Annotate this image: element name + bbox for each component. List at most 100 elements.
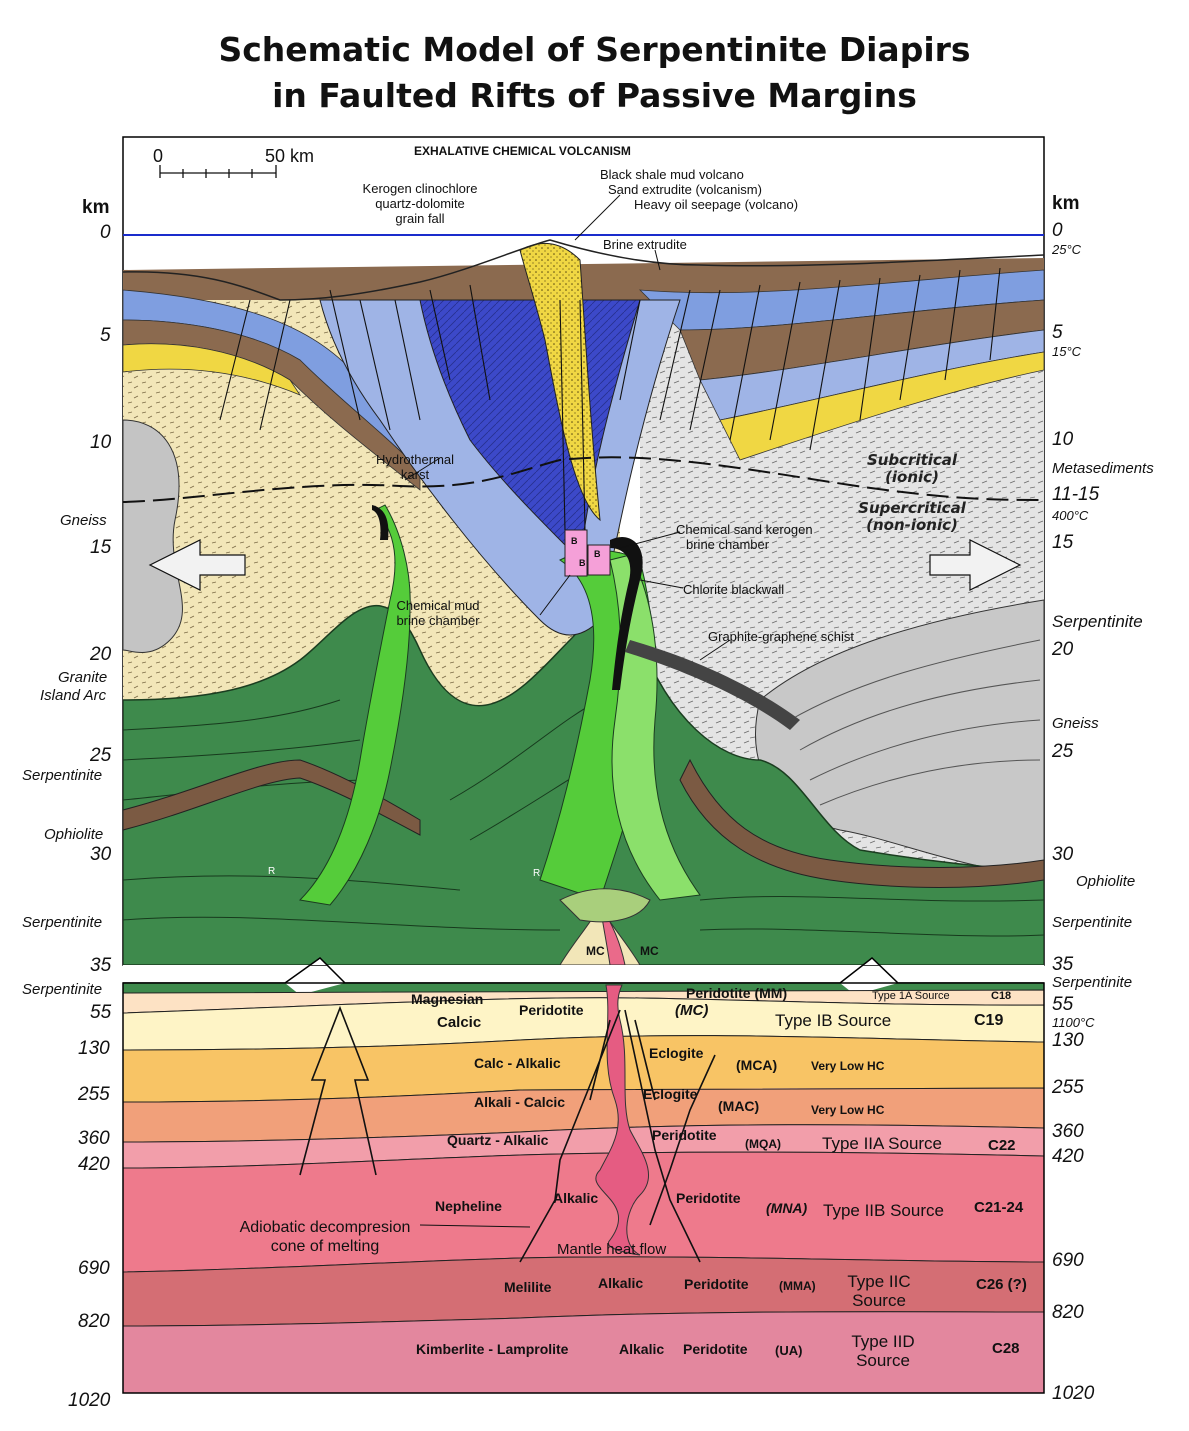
- right-depth-5: 5: [1052, 322, 1063, 343]
- left-depth-20: 20: [90, 644, 112, 665]
- mantle-magnesian: Magnesian: [411, 991, 484, 1007]
- mantle-eclogite-2: Eclogite: [643, 1086, 698, 1102]
- diapir-left: [298, 504, 411, 906]
- left-label-serpentinite-3: Serpentinite: [22, 981, 103, 998]
- header-label: EXHALATIVE CHEMICAL VOLCANISM: [414, 144, 631, 158]
- left-depth-130: 130: [78, 1038, 110, 1059]
- right-depth-0: 0: [1052, 220, 1063, 241]
- mantle-alkalic-2: Alkalic: [598, 1275, 644, 1291]
- annotation-mud-volcano: Black shale mud volcano Sand extrudite (…: [600, 167, 799, 212]
- ophiolite-right: [679, 758, 1044, 888]
- left-axis-unit: km: [82, 197, 110, 218]
- left-depth-15: 15: [90, 537, 112, 558]
- label-mc-left: MC: [586, 944, 605, 958]
- mantle-peridotite-mma: Peridotite: [684, 1276, 749, 1292]
- left-depth-25: 25: [90, 745, 112, 766]
- label-subcritical: Subcritical (ionic): [866, 451, 958, 486]
- title-line-2: in Faulted Rifts of Passive Margins: [272, 76, 917, 115]
- label-r-center: R: [533, 868, 541, 879]
- mantle-kimberlite: Kimberlite - Lamprolite: [416, 1341, 569, 1357]
- mantle-plume: [595, 984, 650, 1256]
- mantle-peridotite-mm: Peridotite (MM): [686, 985, 788, 1001]
- right-temp-15: 15°C: [1052, 344, 1082, 359]
- left-label-serpentinite-2: Serpentinite: [22, 914, 103, 931]
- left-label-gneiss: Gneiss: [60, 512, 107, 529]
- mantle-eclogite-1: Eclogite: [649, 1045, 704, 1061]
- mantle-type-ib: Type IB Source: [775, 1011, 892, 1030]
- extension-arrow-left: [148, 539, 246, 591]
- mantle-mc: (MC): [675, 1002, 709, 1019]
- right-depth-35: 35: [1052, 954, 1074, 975]
- mantle-c19: C19: [974, 1012, 1004, 1029]
- mantle-mqa: (MQA): [745, 1137, 781, 1151]
- mantle-calcic: Calcic: [437, 1014, 482, 1031]
- label-supercritical: Supercritical (non-ionic): [858, 499, 966, 534]
- mantle-alkali-calcic: Alkali - Calcic: [474, 1094, 566, 1110]
- right-temp-1100: 1100°C: [1052, 1015, 1095, 1030]
- right-label-metasediments: Metasediments: [1052, 460, 1154, 477]
- right-label-serpentinite-1: Serpentinite: [1052, 612, 1143, 631]
- mantle-mac: (MAC): [718, 1098, 760, 1114]
- left-depth-360: 360: [78, 1128, 110, 1149]
- left-depth-690: 690: [78, 1258, 110, 1279]
- right-depth-420: 420: [1052, 1146, 1084, 1167]
- graphite-schist: [625, 640, 800, 730]
- right-depth-690: 690: [1052, 1250, 1084, 1271]
- annotation-chlorite-blackwall: Chlorite blackwall: [683, 582, 785, 597]
- mantle-ua: (UA): [775, 1343, 803, 1358]
- right-depth-30: 30: [1052, 844, 1074, 865]
- left-label-island-arc: Island Arc: [40, 687, 107, 704]
- extension-arrow-right: [929, 539, 1022, 591]
- mantle-melilite: Melilite: [504, 1279, 552, 1295]
- left-depth-35: 35: [90, 955, 112, 976]
- right-label-gneiss: Gneiss: [1052, 715, 1099, 732]
- right-depth-255: 255: [1052, 1077, 1084, 1098]
- right-depth-11-15: 11-15: [1052, 484, 1100, 505]
- mantle-type-iid: Type IID Source: [851, 1332, 915, 1370]
- right-depth-55: 55: [1052, 994, 1074, 1015]
- title-line-1: Schematic Model of Serpentinite Diapirs: [218, 30, 971, 69]
- mantle-alkalic-1: Alkalic: [553, 1190, 599, 1206]
- mantle-c28: C28: [992, 1340, 1020, 1357]
- right-axis-unit: km: [1052, 193, 1080, 214]
- adiabatic-cone-arrow: [299, 1005, 377, 1176]
- mantle-peridotite-mna: Peridotite: [676, 1190, 741, 1206]
- leader-lines: [404, 194, 731, 661]
- mantle-very-low-hc-1: Very Low HC: [811, 1059, 885, 1073]
- left-depth-820: 820: [78, 1311, 110, 1332]
- scale-bar: [159, 165, 277, 178]
- mantle-nepheline: Nepheline: [435, 1198, 502, 1214]
- left-depth-5: 5: [100, 325, 111, 346]
- right-depth-20: 20: [1052, 639, 1074, 660]
- left-depth-55: 55: [90, 1002, 112, 1023]
- lower-frame: [122, 982, 1045, 1394]
- annotation-brine-extrudite: Brine extrudite: [603, 237, 687, 252]
- label-b-3: B: [594, 549, 601, 559]
- mantle-calc-alkalic: Calc - Alkalic: [474, 1055, 561, 1071]
- mantle-alkalic-3: Alkalic: [619, 1341, 665, 1357]
- mantle-peridotite-1: Peridotite: [519, 1002, 584, 1018]
- mantle-c26: C26 (?): [976, 1276, 1027, 1293]
- mantle-type-1a: Type 1A Source: [872, 990, 950, 1002]
- label-b-2: B: [579, 558, 586, 568]
- gneiss-left: [123, 419, 183, 653]
- mantle-peridotite-mqa: Peridotite: [652, 1127, 717, 1143]
- right-depth-25: 25: [1052, 741, 1074, 762]
- annotation-graphite-schist: Graphite-graphene schist: [708, 629, 854, 644]
- left-label-serpentinite-1: Serpentinite: [22, 767, 103, 784]
- annotation-sand-kerogen-chamber: Chemical sand kerogen brine chamber: [676, 522, 813, 552]
- mantle-type-iib: Type IIB Source: [823, 1201, 944, 1220]
- mantle-mna: (MNA): [766, 1200, 808, 1216]
- left-depth-10: 10: [90, 432, 112, 453]
- right-label-serpentinite-2: Serpentinite: [1052, 914, 1133, 931]
- label-b-1: B: [571, 536, 578, 546]
- right-depth-360: 360: [1052, 1121, 1084, 1142]
- chlorite-blackwall: [610, 536, 643, 690]
- label-r-left: R: [268, 866, 276, 877]
- scale-start: 0: [153, 146, 164, 166]
- mantle-heat-flow: Mantle heat flow: [557, 1241, 667, 1258]
- brine-chamber: [564, 529, 588, 577]
- right-depth-10: 10: [1052, 429, 1074, 450]
- annotation-hydrothermal-karst: Hydrothermal karst: [375, 452, 455, 482]
- right-label-ophiolite: Ophiolite: [1076, 873, 1136, 890]
